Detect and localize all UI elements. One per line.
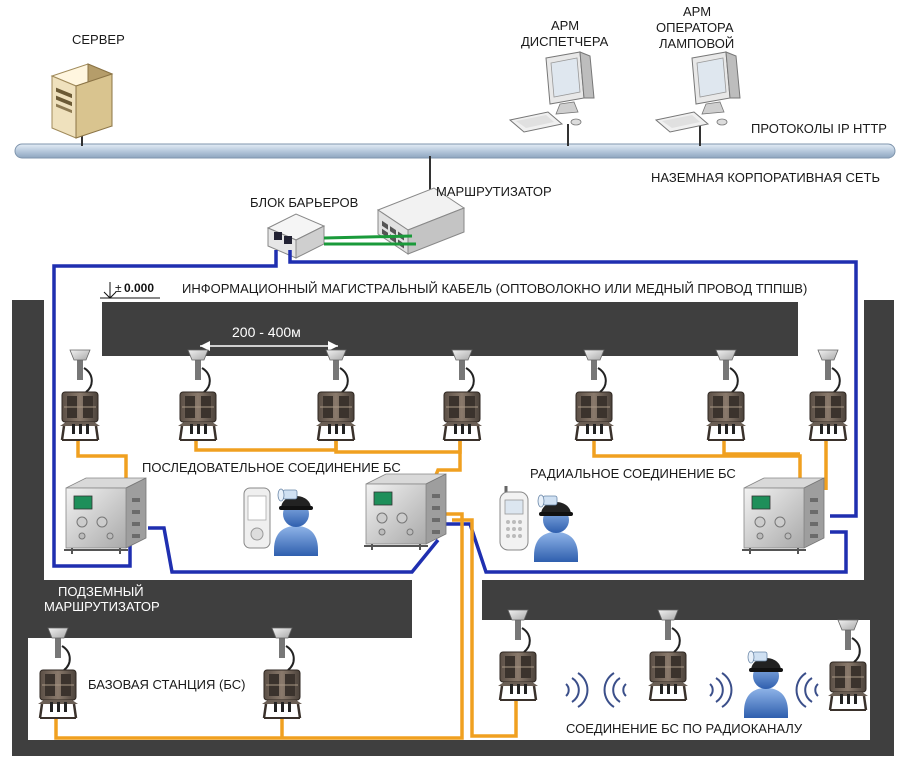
bs-links <box>54 440 828 740</box>
arm-dispatcher-label-1: АРМ <box>551 18 579 33</box>
level-mark <box>100 282 160 299</box>
base-station-icon <box>314 348 358 442</box>
barrier-block-label: БЛОК БАРЬЕРОВ <box>250 195 358 210</box>
router-barrier-link-1 <box>323 234 413 240</box>
base-station-label: БАЗОВАЯ СТАНЦИЯ (БС) <box>88 677 245 692</box>
base-station-icon <box>704 348 748 442</box>
radio-wave-icon <box>795 672 819 708</box>
arm-operator-label-2: ОПЕРАТОРА <box>656 20 734 35</box>
network-bus <box>14 143 896 159</box>
radio-wave-icon <box>709 672 733 708</box>
underground-router-label-1: ПОДЗЕМНЫЙ <box>58 584 144 599</box>
protocols-label: ПРОТОКОЛЫ IP HTTP <box>751 121 887 136</box>
server-label: СЕРВЕР <box>72 32 125 47</box>
radio-connection-label: СОЕДИНЕНИЕ БС ПО РАДИОКАНАЛУ <box>566 721 803 736</box>
base-station-icon <box>440 348 484 442</box>
miner-avatar-icon <box>273 488 319 557</box>
base-station-icon <box>260 626 304 720</box>
radial-connection-label: РАДИАЛЬНОЕ СОЕДИНЕНИЕ БС <box>530 466 736 481</box>
miner-avatar-icon <box>743 650 789 719</box>
radio-wave-icon <box>565 672 589 708</box>
miner-avatar-icon <box>533 494 579 563</box>
base-station-icon <box>806 348 850 442</box>
base-station-icon <box>572 348 616 442</box>
base-station-icon <box>36 626 80 720</box>
backbone-cable <box>52 250 858 574</box>
surface-gap <box>0 300 12 310</box>
base-station-icon <box>176 348 220 442</box>
explosion-proof-router-icon <box>363 473 447 551</box>
base-station-icon <box>58 348 102 442</box>
arm-operator-label-1: АРМ <box>683 4 711 19</box>
distance-arrow <box>200 341 338 351</box>
backbone-cable-label: ИНФОРМАЦИОННЫЙ МАГИСТРАЛЬНЫЙ КАБЕЛЬ (ОПТ… <box>182 281 807 296</box>
tunnel-top-band <box>102 302 798 356</box>
underground-router-label-2: МАРШРУТИЗАТОР <box>44 599 160 614</box>
distance-label: 200 - 400м <box>232 324 301 340</box>
dispatcher-workstation-icon <box>509 51 595 133</box>
radio-handset-icon <box>499 486 529 551</box>
arm-operator-label-3: ЛАМПОВОЙ <box>659 36 734 51</box>
explosion-proof-router-icon <box>63 477 147 555</box>
level-sign: ± <box>115 281 122 295</box>
base-station-icon <box>496 608 540 702</box>
base-station-icon <box>826 618 870 712</box>
level-value: 0.000 <box>124 281 154 295</box>
base-station-icon <box>646 608 690 702</box>
arm-dispatcher-label-2: ДИСПЕТЧЕРА <box>521 34 609 49</box>
radio-wave-icon <box>603 672 627 708</box>
operator-workstation-icon <box>655 51 741 133</box>
router-label: МАРШРУТИЗАТОР <box>436 184 552 199</box>
serial-connection-label: ПОСЛЕДОВАТЕЛЬНОЕ СОЕДИНЕНИЕ БС <box>142 460 401 475</box>
explosion-proof-router-icon <box>741 477 825 555</box>
corporate-network-label: НАЗЕМНАЯ КОРПОРАТИВНАЯ СЕТЬ <box>651 170 880 185</box>
pda-icon <box>243 487 271 549</box>
server-tower-icon <box>50 63 114 139</box>
